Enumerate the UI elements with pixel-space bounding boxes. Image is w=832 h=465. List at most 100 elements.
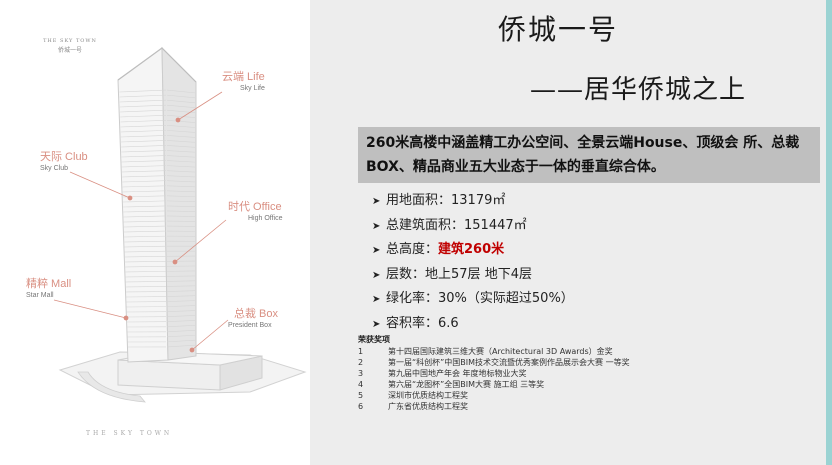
award-text: 第十四届国际建筑三维大赛（Architectural 3D Awards）金奖 xyxy=(388,347,613,356)
zone-en: High Office xyxy=(248,215,283,222)
arrow-bullet-icon: ➤ xyxy=(372,318,381,330)
tower-floor-line xyxy=(119,104,167,108)
tower-floor-line xyxy=(166,295,196,297)
tower-floor-line xyxy=(166,330,196,333)
stat-value-highlight: 建筑260米 xyxy=(438,242,505,257)
tower-floor-line xyxy=(119,94,167,98)
tower-floor-line xyxy=(166,290,196,292)
tower-floor-line xyxy=(166,320,196,323)
tower-floor-line xyxy=(124,255,167,258)
tower-floor-line xyxy=(120,140,167,143)
award-number: 6 xyxy=(358,402,364,411)
award-number: 3 xyxy=(358,369,364,378)
tower-floor-line xyxy=(120,130,167,133)
tower-floor-line xyxy=(166,155,196,158)
tower-floor-line xyxy=(124,245,167,248)
stat-value: 13179㎡ xyxy=(451,193,506,208)
stat-site-area: ➤用地面积：13179㎡ xyxy=(372,189,574,214)
award-item: 1 第十四届国际建筑三维大赛（Architectural 3D Awards）金奖 xyxy=(358,346,630,357)
tower-floor-line xyxy=(166,160,196,163)
tower-floor-line xyxy=(124,235,167,238)
award-number: 1 xyxy=(358,347,364,356)
bottom-brand: THE SKY TOWN xyxy=(86,430,173,437)
tower-floor-line xyxy=(166,280,196,282)
tower-floor-line xyxy=(166,325,196,328)
arrow-bullet-icon: ➤ xyxy=(372,196,381,207)
tower-floor-line xyxy=(120,125,167,128)
tower-floor-line xyxy=(121,145,167,148)
award-item: 5 深圳市优质结构工程奖 xyxy=(358,390,630,401)
zone-label-sky-life: 云端 Life Sky Life xyxy=(222,68,265,92)
award-text: 第六届“龙图杯”全国BIM大赛 施工组 三等奖 xyxy=(388,380,545,389)
tower-floor-line xyxy=(166,170,196,173)
zone-en: Star Mall xyxy=(26,292,54,299)
tower-floor-line xyxy=(123,220,167,223)
zone-cn: 精粹 Mall xyxy=(26,278,72,290)
award-text: 第一届“科创杯”中国BIM技术交流暨优秀案例作品展示会大赛 一等奖 xyxy=(388,358,630,367)
tower-floor-line xyxy=(166,145,196,148)
tower-floor-line xyxy=(166,210,196,212)
zone-cn: 总裁 Box xyxy=(234,308,279,320)
stat-label: 总高度： xyxy=(386,242,439,257)
stat-total-height: ➤ 总高度：建筑260米 xyxy=(372,238,574,263)
tower-floor-line xyxy=(123,210,167,213)
tower-floor-line xyxy=(123,230,167,233)
logo-en: THE SKY TOWN xyxy=(43,38,97,44)
zone-cn: 时代 Office xyxy=(228,201,282,213)
zone-cn: 云端 Life xyxy=(222,71,265,83)
tower-floor-line xyxy=(166,305,196,307)
tower-floor-line xyxy=(166,275,196,277)
tower-floor-line xyxy=(166,135,196,138)
stats-list: ➤用地面积：13179㎡ ➤总建筑面积：151447㎡ ➤总高度：建筑260米 … xyxy=(372,189,574,336)
panel-edge-strip xyxy=(826,0,832,465)
page-title: 侨城一号 xyxy=(498,13,619,46)
tower-floor-line xyxy=(123,225,167,228)
tower-floor-line xyxy=(122,190,167,193)
tower-floor-line xyxy=(166,300,196,302)
tower-floor-line xyxy=(122,185,167,188)
stat-value: 地上57层 地下4层 xyxy=(425,266,532,282)
tower-floor-line xyxy=(166,94,196,99)
tower-floor-line xyxy=(166,310,196,312)
logo: THE SKY TOWN 侨城一号 xyxy=(40,38,100,54)
tower-floor-line xyxy=(166,190,196,193)
tower-floor-line xyxy=(166,89,196,94)
award-item: 4 第六届“龙图杯”全国BIM大赛 施工组 三等奖 xyxy=(358,379,630,390)
awards-heading: 荣获奖项 xyxy=(358,335,390,344)
content-panel: 侨城一号 ——居华侨城之上 260米高楼中涵盖精工办公空间、全景云端House、… xyxy=(310,0,832,465)
arrow-bullet-icon: ➤ xyxy=(372,269,381,281)
tower-floor-line xyxy=(166,205,196,207)
tower-floor-line xyxy=(120,114,167,118)
tower-floor-line xyxy=(121,165,167,168)
stat-value: 30%（实际超过50%） xyxy=(438,291,574,306)
award-text: 广东省优质结构工程奖 xyxy=(388,402,468,411)
stat-label: 总建筑面积： xyxy=(386,217,465,233)
tower-floor-line xyxy=(125,271,167,273)
tower-floor-line xyxy=(119,89,167,93)
zone-label-sky-club: 天际 Club Sky Club xyxy=(40,148,88,172)
tower-floor-line xyxy=(122,175,167,178)
tower-floor-line xyxy=(166,165,196,168)
tower-floor-line xyxy=(119,99,167,103)
tower-floor-line xyxy=(121,150,167,153)
award-number: 4 xyxy=(358,380,364,389)
tower-floor-line xyxy=(122,200,167,203)
tower-floor-line xyxy=(166,150,196,153)
award-text: 深圳市优质结构工程奖 xyxy=(388,391,468,400)
arrow-bullet-icon: ➤ xyxy=(372,245,381,256)
tower-floor-line xyxy=(121,160,167,163)
tower-floor-line xyxy=(166,180,196,183)
tower-floor-line xyxy=(166,175,196,178)
tower-floor-line xyxy=(166,114,196,118)
summary-box: 260米高楼中涵盖精工办公空间、全景云端House、顶级会 所、总裁BOX、精品… xyxy=(358,127,820,183)
tower-floor-line xyxy=(123,205,167,208)
zone-cn: 天际 Club xyxy=(40,151,88,163)
tower-floor-line xyxy=(123,215,167,218)
tower-floor-line xyxy=(166,285,196,287)
stat-label: 绿化率： xyxy=(386,291,439,306)
tower-illustration-panel: THE SKY TOWN 侨城一号 云端 Life Sky Life 天际 Cl… xyxy=(0,0,310,465)
award-number: 5 xyxy=(358,391,364,400)
tower-floor-line xyxy=(121,155,167,158)
tower-floor-line xyxy=(166,195,196,198)
